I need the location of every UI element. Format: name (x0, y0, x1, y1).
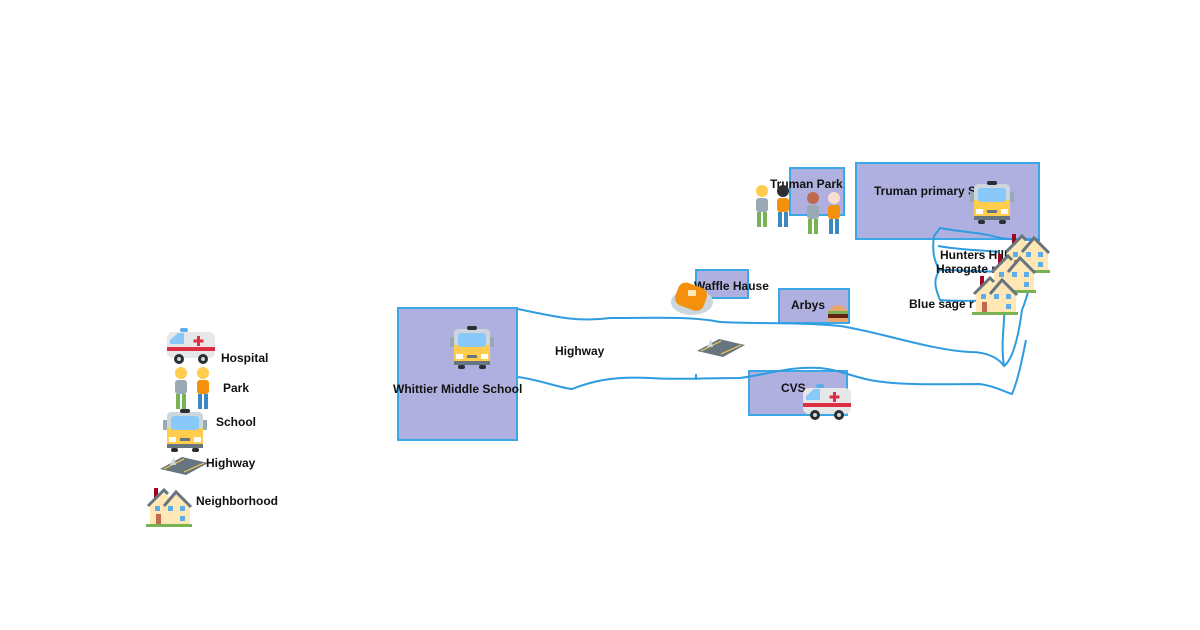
ambulance-icon (802, 382, 852, 422)
truman-primary-school-label: Truman primary S (874, 184, 977, 198)
truman-park-label: Truman Park (770, 177, 843, 191)
person-icon-3 (805, 190, 821, 236)
legend-neighborhood-label: Neighborhood (196, 494, 278, 508)
school-bus-icon (450, 325, 494, 371)
person-icon-1 (754, 183, 770, 229)
cvs-label: CVS (781, 381, 806, 395)
arbys-label: Arbys (791, 298, 826, 312)
person-icon-4 (826, 190, 842, 236)
person-icon-2 (775, 183, 791, 229)
waffle-icon (670, 282, 714, 316)
waffle-house-label: Waffle Hause (694, 279, 769, 293)
highway-south-edge (517, 339, 1027, 396)
school-bus-icon-truman (970, 180, 1014, 226)
hunters-hill-label: Hunters Hill (940, 248, 1008, 262)
highway-label: Highway (555, 344, 605, 358)
house-icon-blue-sage (972, 272, 1018, 316)
blue-sage-label: Blue sage r (909, 297, 974, 311)
legend-highway-label: Highway (206, 456, 256, 470)
whittier-middle-school-label: Whittier Middle School (393, 382, 523, 396)
legend-school-label: School (216, 415, 257, 429)
highway-north-edge (517, 239, 1037, 368)
harogate-label: Harogate r (936, 262, 997, 276)
burger-icon (826, 300, 850, 324)
highway-icon (697, 335, 745, 359)
legend-hospital-label: Hospital (221, 351, 269, 365)
legend-park-label: Park (223, 381, 250, 395)
